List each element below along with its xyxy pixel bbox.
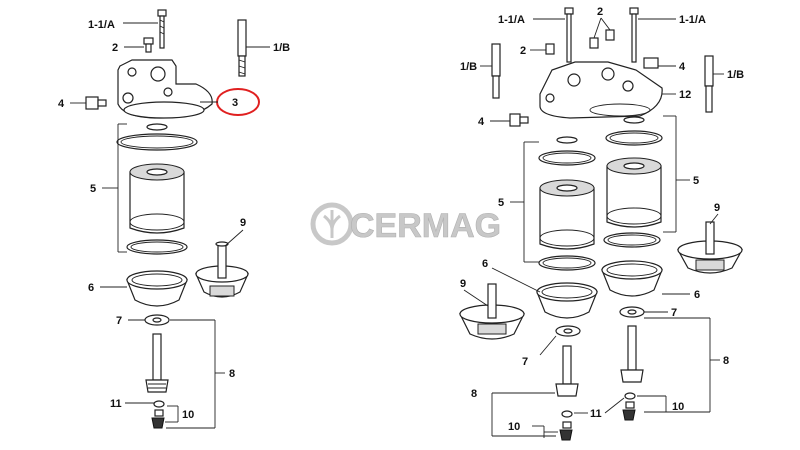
sediment-bowl-9-a xyxy=(459,283,525,340)
label-right-1b-b: 1/B xyxy=(727,69,744,81)
wheat-ring-icon xyxy=(310,202,354,246)
double-filter-head-12 xyxy=(539,61,663,119)
label-right-2-a: 2 xyxy=(597,6,603,18)
left-filter-assembly: 1-1/A 2 1/B 3 4 5 6 7 8 9 10 11 xyxy=(58,9,290,429)
bolt-1-1a xyxy=(157,9,167,49)
o-ring-right-a xyxy=(556,136,578,144)
label-right-10-b: 10 xyxy=(672,401,684,413)
drain-screw-10-a xyxy=(559,421,573,441)
label-left-11: 11 xyxy=(110,398,122,410)
label-right-4-b: 4 xyxy=(478,116,485,128)
label-right-1-1a-b: 1-1/A xyxy=(679,14,706,26)
label-left-9: 9 xyxy=(240,217,246,229)
label-left-2: 2 xyxy=(112,42,118,54)
label-left-1-1a: 1-1/A xyxy=(88,19,115,31)
bowl-6-a xyxy=(536,282,598,319)
filter-element-5-b xyxy=(606,157,662,228)
label-left-4: 4 xyxy=(58,98,65,110)
label-right-8-a: 8 xyxy=(471,388,477,400)
screw-2-b xyxy=(589,37,599,49)
label-left-1b: 1/B xyxy=(273,42,290,54)
label-right-10-a: 10 xyxy=(508,421,520,433)
label-right-11: 11 xyxy=(590,408,602,420)
drain-bolt-8-b xyxy=(620,325,644,383)
stud-1b-right xyxy=(704,55,714,113)
screw-2-a xyxy=(545,43,555,55)
drain-screw-10-b xyxy=(622,401,636,421)
screw-2 xyxy=(143,37,154,53)
label-left-6: 6 xyxy=(88,282,94,294)
sediment-bowl-9-b xyxy=(676,221,744,274)
label-right-7-b: 7 xyxy=(671,307,677,319)
bolt-1-1a-right xyxy=(629,7,639,63)
label-right-12: 12 xyxy=(679,89,691,101)
washer-11-b xyxy=(624,392,636,400)
seal-ring-right-d xyxy=(603,232,661,248)
label-right-6-a: 6 xyxy=(482,258,488,270)
screw-2-c xyxy=(605,29,615,41)
label-right-9-b: 9 xyxy=(714,202,720,214)
stud-1b xyxy=(237,19,247,77)
seal-ring-lower xyxy=(126,239,188,255)
plug-4-upper xyxy=(643,57,659,69)
label-right-1b-a: 1/B xyxy=(460,61,477,73)
right-filter-assembly: 1-1/A 1-1/A 2 2 1/B 1/B 4 4 12 5 5 6 6 7… xyxy=(459,6,744,441)
drain-screw-10 xyxy=(151,409,165,429)
label-right-5-b: 5 xyxy=(693,175,699,187)
label-right-4-a: 4 xyxy=(679,61,686,73)
label-left-5: 5 xyxy=(90,183,96,195)
plug-4-lower xyxy=(509,113,529,127)
stud-1b-left xyxy=(491,43,501,99)
label-left-3: 3 xyxy=(232,97,238,109)
o-ring-top xyxy=(146,123,168,131)
bolt-1-1a-left xyxy=(564,7,574,63)
watermark-text: CERMAG xyxy=(350,207,501,245)
washer-11 xyxy=(153,400,165,408)
seal-ring-right-a xyxy=(538,150,596,166)
seal-ring-right-b xyxy=(605,130,663,146)
label-right-2-b: 2 xyxy=(520,45,526,57)
filter-element-5-a xyxy=(539,179,595,250)
drain-bolt-8 xyxy=(145,333,169,393)
filter-element-5 xyxy=(129,163,185,234)
label-right-8-b: 8 xyxy=(723,355,729,367)
label-right-9-a: 9 xyxy=(460,278,466,290)
drain-bolt-8-a xyxy=(555,345,579,397)
washer-11-a xyxy=(561,410,573,418)
label-left-7: 7 xyxy=(116,315,122,327)
filter-head-3 xyxy=(117,59,213,119)
bowl-6-b xyxy=(601,260,663,297)
seal-ring-right-c xyxy=(538,255,596,271)
seal-ring-upper xyxy=(116,133,198,151)
bowl-6 xyxy=(126,270,188,307)
label-right-1-1a-a: 1-1/A xyxy=(498,14,525,26)
label-left-10: 10 xyxy=(182,409,194,421)
label-right-7-a: 7 xyxy=(522,356,528,368)
plug-4 xyxy=(85,96,107,110)
cermag-watermark: CERMAG xyxy=(310,202,501,246)
label-left-8: 8 xyxy=(229,368,235,380)
label-right-5-a: 5 xyxy=(498,197,504,209)
o-ring-right-b xyxy=(623,116,645,124)
label-right-6-b: 6 xyxy=(694,289,700,301)
sediment-bowl-9 xyxy=(195,241,249,298)
